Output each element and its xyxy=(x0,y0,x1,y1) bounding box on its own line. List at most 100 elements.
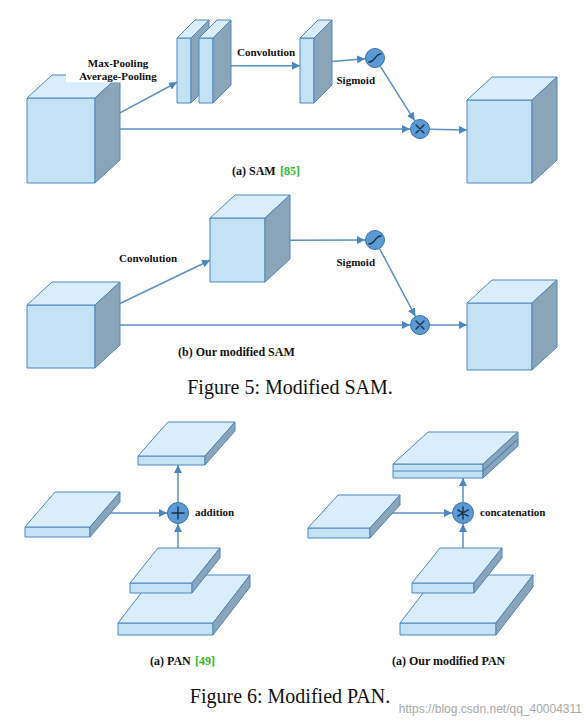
side-face xyxy=(213,20,231,103)
connector-arrow xyxy=(332,59,365,62)
front-face xyxy=(308,528,370,538)
subfigure-caption: (a) SAM xyxy=(232,164,276,179)
shape-outline xyxy=(452,502,474,524)
lateral-feature-plate xyxy=(308,495,400,538)
multiply-node xyxy=(410,119,430,139)
connector-arrow xyxy=(120,82,177,113)
shape-group xyxy=(300,20,332,103)
citation-ref: [85] xyxy=(280,164,300,179)
connector-arrow xyxy=(106,512,167,514)
output-feature-cube xyxy=(467,77,557,183)
side-face xyxy=(496,575,533,635)
operator-circle xyxy=(411,316,430,335)
side-face xyxy=(205,422,235,465)
front-face xyxy=(210,218,265,282)
subfigure-caption: (a) PAN xyxy=(150,654,191,669)
shape-outline xyxy=(27,282,120,368)
attention-cube xyxy=(210,195,290,282)
shape-group xyxy=(210,195,290,282)
shape-outline xyxy=(300,20,332,103)
side-face xyxy=(474,548,502,593)
front-face xyxy=(27,305,95,368)
shape-outline xyxy=(210,195,290,282)
front-face xyxy=(177,38,191,103)
front-face xyxy=(199,38,213,103)
operator-symbol xyxy=(369,236,381,244)
output-feature-cube xyxy=(467,280,557,370)
connector-arrow xyxy=(380,66,414,120)
side-face xyxy=(314,20,332,103)
shape-group xyxy=(168,503,189,524)
connector-arrow xyxy=(430,324,467,326)
operator-circle xyxy=(453,503,474,524)
side-face xyxy=(213,575,250,635)
shape-group xyxy=(453,503,474,524)
shape-group xyxy=(118,548,250,635)
connector-arrow xyxy=(120,128,410,130)
shape-group xyxy=(138,422,235,465)
layer-split xyxy=(393,439,518,471)
pooling-maps xyxy=(177,20,231,103)
edge-label: Convolution xyxy=(235,46,297,59)
concatenation-node: concatenation xyxy=(452,502,474,524)
figure-caption: Figure 5: Modified SAM. xyxy=(187,376,393,399)
front-face xyxy=(118,623,213,635)
bottom-up-plates xyxy=(400,548,533,635)
front-face xyxy=(27,98,95,183)
sigmoid-node: Sigmoid xyxy=(365,230,385,250)
shape-group xyxy=(27,75,120,183)
figure-caption: Figure 6: Modified PAN. xyxy=(190,685,390,708)
front-face xyxy=(130,583,192,593)
shape-outline xyxy=(400,548,533,635)
front-face xyxy=(467,303,532,370)
shape-group xyxy=(366,231,385,250)
citation-ref: [49] xyxy=(195,654,215,669)
bottom-up-plates xyxy=(118,548,250,635)
input-feature-cube xyxy=(27,282,120,368)
shape-group xyxy=(366,49,385,68)
side-face xyxy=(532,77,557,183)
addition-node: addition xyxy=(167,502,189,524)
side-face xyxy=(95,75,120,183)
shape-outline xyxy=(25,492,120,537)
shape-outline xyxy=(410,315,430,335)
front-face xyxy=(467,100,532,183)
shape-group xyxy=(308,495,400,538)
node-label: Sigmoid xyxy=(336,74,375,87)
shape-outline xyxy=(365,230,385,250)
shape-group xyxy=(467,280,557,370)
operator-circle xyxy=(366,231,385,250)
edge-label: Convolution xyxy=(117,252,179,265)
shape-outline xyxy=(177,20,231,103)
operator-symbol xyxy=(416,125,424,133)
connector-arrow xyxy=(231,65,300,67)
shape-group xyxy=(400,548,533,635)
shape-outline xyxy=(118,548,250,635)
shape-group xyxy=(27,282,120,368)
shape-outline xyxy=(138,422,235,465)
side-face xyxy=(370,495,400,538)
shape-outline xyxy=(393,432,518,478)
shape-group xyxy=(411,120,430,139)
shape-outline xyxy=(308,495,400,538)
connector-arrow xyxy=(290,239,365,241)
input-feature-cube xyxy=(27,75,120,183)
operator-circle xyxy=(168,503,189,524)
shape-outline xyxy=(365,48,385,68)
front-face xyxy=(400,623,496,635)
connector-arrow xyxy=(120,324,410,326)
node-label: addition xyxy=(195,506,234,519)
shape-group xyxy=(393,432,518,478)
operator-circle xyxy=(366,49,385,68)
node-label: Sigmoid xyxy=(336,256,375,269)
sigmoid-node: Sigmoid xyxy=(365,48,385,68)
output-feature-plate xyxy=(138,422,235,465)
front-face xyxy=(138,456,205,465)
side-face xyxy=(90,492,120,537)
shape-outline xyxy=(467,77,557,183)
connector-arrow xyxy=(462,478,464,502)
watermark: https://blog.csdn.net/qq_40004311 xyxy=(399,702,582,716)
